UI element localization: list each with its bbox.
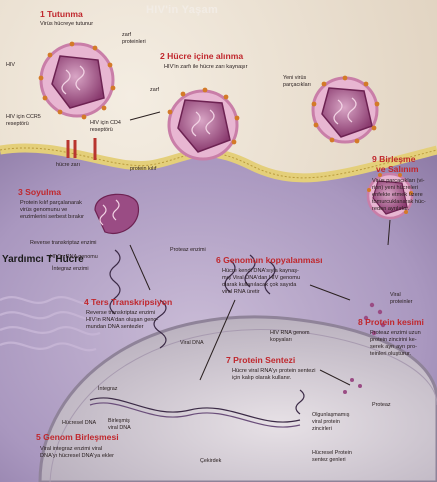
step-5-text-1: Viral integraz enzimi viral (40, 446, 103, 452)
label-integrated-dna-2: viral DNA (108, 425, 131, 431)
diagram-title: HIV'in Yaşam (146, 4, 219, 16)
step-9-text-1: Virüs parçacıkları (vi- (372, 178, 425, 184)
label-envelope-proteins-2: proteinleri (122, 39, 146, 45)
label-unassembled-3: zincirleri (312, 426, 332, 432)
step-6-text-2: mış Viral DNA'dan HIV genomu (222, 275, 301, 281)
step-3-text-3: enzimlerini serbest bırakır (20, 214, 85, 220)
hiv-virion-new (311, 76, 379, 144)
label-viral-dna: Viral DNA (180, 340, 204, 346)
label-hiv-rna-copies-2: kopyaları (270, 337, 292, 343)
viral-protein-dots (343, 302, 386, 394)
step-3-text-1: Protein kılıf parçalanarak (20, 200, 82, 206)
step-4-heading: 4 Ters Transkripsiyon (84, 297, 173, 307)
label-viral-protein-2: proteinler (390, 299, 413, 305)
label-hiv-rna-copies-1: HIV RNA genom (270, 330, 310, 336)
label-synthesis-genes-2: sentez genleri (312, 457, 346, 463)
label-integrated-dna-1: Birleşmiş (108, 418, 130, 424)
step-9-text-5: reden ayrılırlar. (372, 206, 410, 212)
nucleus (38, 315, 437, 482)
step-9-text-3: enfekte etmek üzere (372, 192, 423, 198)
step-6-text-1: Hücre kendi DNA'sıyla kaynaş- (222, 268, 299, 274)
step-2-heading: 2 Hücre içine alınma (160, 51, 244, 61)
step-8-text-1: Proteaz enzimi uzun (370, 330, 421, 336)
step-9-heading: 9 Birleşme (372, 154, 416, 164)
step-8-text-3: serek ayrı ayrı pro- (370, 344, 417, 350)
label-cd4-2: reseptörü (90, 127, 113, 133)
step-9-heading-2: ve Salınım (376, 164, 419, 174)
envelope-spikes (38, 41, 413, 214)
label-protein-capsid: protein kılıf (130, 166, 157, 172)
nucleic-acid-strands (89, 249, 305, 428)
label-rna-genome: HIV'in RNA genomu (50, 254, 98, 260)
label-integrase-2: İntegraz (98, 386, 118, 392)
label-unassembled-1: Olgunlaşmamış (312, 412, 350, 418)
hiv-virion-1 (39, 42, 115, 118)
step-2-text: HIV'in zarfı ile hücre zarı kaynaşır (164, 64, 248, 70)
label-cellular-dna: Hücresel DNA (62, 420, 97, 426)
label-protease: Proteaz enzimi (170, 247, 206, 253)
label-ccr5-1: HIV için CCR5 (6, 114, 41, 120)
step-9-text-4: tomurcuklanarak hüc- (372, 199, 426, 205)
er-folds (0, 296, 101, 352)
step-5-text-2: DNA'yı hücresel DNA'ya ekler (40, 453, 114, 459)
label-integrase: İntegraz enzimi (52, 266, 89, 272)
step-7-text-2: için kalıp olarak kullanır. (232, 375, 292, 381)
cell-label: Yardımcı T Hücre (2, 254, 84, 265)
label-unassembled-2: viral protein (312, 419, 340, 425)
step-9-text-2: rion) yeni hücreleri (372, 185, 419, 191)
receptors (66, 138, 97, 160)
step-8-heading: 8 Protein kesimi (358, 317, 424, 327)
label-new-virus-1: Yeni virüs (283, 75, 307, 81)
step-6-text-4: viral RNA üretir (222, 289, 260, 295)
label-viral-protein-1: Viral (390, 292, 401, 298)
step-1-heading: 1 Tutunma (40, 9, 83, 19)
label-cell-membrane: hücre zarı (56, 162, 80, 168)
step-4-text-2: HIV'in RNA'dan oluşan geno- (86, 317, 159, 323)
label-envelope-proteins-1: zarf (122, 32, 131, 38)
label-cd4-1: HIV için CD4 (90, 120, 121, 126)
label-ccr5-2: reseptörü (6, 121, 29, 127)
step-3-text-2: virüs genomunu ve (20, 207, 68, 213)
process-arrows (129, 111, 391, 386)
label-envelope: zarf (150, 87, 159, 93)
uncoating-capsid (94, 193, 139, 234)
label-protease-2: Proteaz (372, 402, 391, 408)
step-7-heading: 7 Protein Sentezi (226, 355, 296, 365)
step-4-text-3: mundan DNA sentezler (86, 324, 144, 330)
step-8-text-4: teinleri oluşturur. (370, 351, 412, 357)
step-8-text-2: protein zincirini ke- (370, 337, 417, 343)
step-5-heading: 5 Genom Birleşmesi (36, 432, 119, 442)
step-4-text-1: Reverse transkriptaz enzimi (86, 310, 156, 316)
label-reverse-transcriptase: Reverse transkriptaz enzimi (30, 240, 97, 246)
step-6-heading: 6 Genomun kopyalanması (216, 255, 323, 265)
step-1-text: Virüs hücreye tutunur (40, 21, 94, 27)
hiv-virion-2 (167, 89, 239, 161)
step-6-text-3: olarak kullanılacak çok sayıda (222, 282, 297, 288)
step-3-heading: 3 Soyulma (18, 187, 61, 197)
hiv-virion-budding (366, 172, 414, 220)
label-new-virus-2: parçacıkları (283, 82, 311, 88)
label-hiv: HIV (6, 62, 15, 68)
step-7-text-1: Hücre viral RNA'yı protein sentezi (232, 368, 316, 374)
label-nucleus: Çekirdek (200, 458, 222, 464)
label-synthesis-genes-1: Hücresel Protein (312, 450, 352, 456)
